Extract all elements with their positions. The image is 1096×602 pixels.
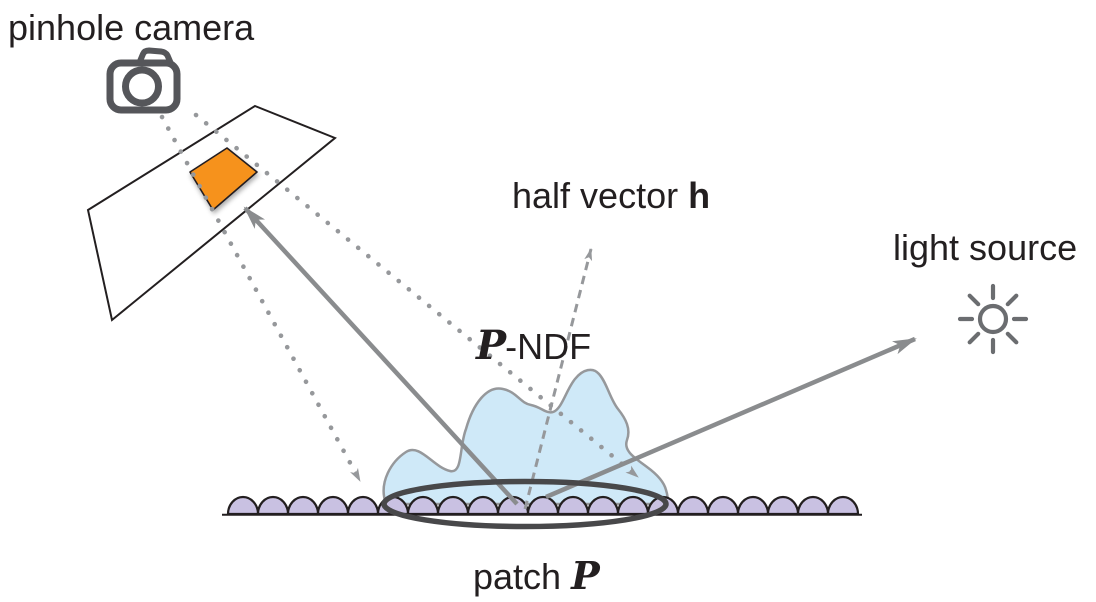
frustum-ray-right-dotted	[193, 112, 641, 480]
patch-label: patch P	[473, 553, 600, 598]
half-vector-label: half vector h	[512, 177, 710, 215]
pndf-label-text: -NDF	[505, 326, 592, 367]
light-source-label: light source	[893, 229, 1077, 267]
microfacet-surface	[226, 495, 860, 516]
sun-core-shape	[977, 303, 1009, 335]
image-plane	[86, 104, 337, 322]
camera-lens-shape	[122, 66, 162, 107]
light-source-label-text: light source	[893, 227, 1078, 268]
light-ray-arrow	[545, 336, 917, 500]
view-ray-arrow	[243, 206, 519, 506]
pinhole-camera-label: pinhole camera	[8, 9, 254, 47]
camera-icon	[106, 47, 181, 114]
half-vector-arrow	[523, 248, 593, 510]
patch-ellipse	[381, 478, 669, 530]
pndf-script-p-symbol: P	[476, 322, 506, 369]
pndf-label: P-NDF	[476, 325, 591, 367]
half-vector-symbol: h	[688, 175, 711, 216]
ndf-lobe	[382, 368, 670, 506]
patch-script-p-symbol: P	[571, 553, 600, 598]
half-vector-label-text: half vector	[512, 175, 689, 216]
sun-icon	[957, 283, 1029, 355]
patch-label-text: patch	[473, 556, 572, 597]
pinhole-camera-label-text: pinhole camera	[8, 7, 255, 48]
